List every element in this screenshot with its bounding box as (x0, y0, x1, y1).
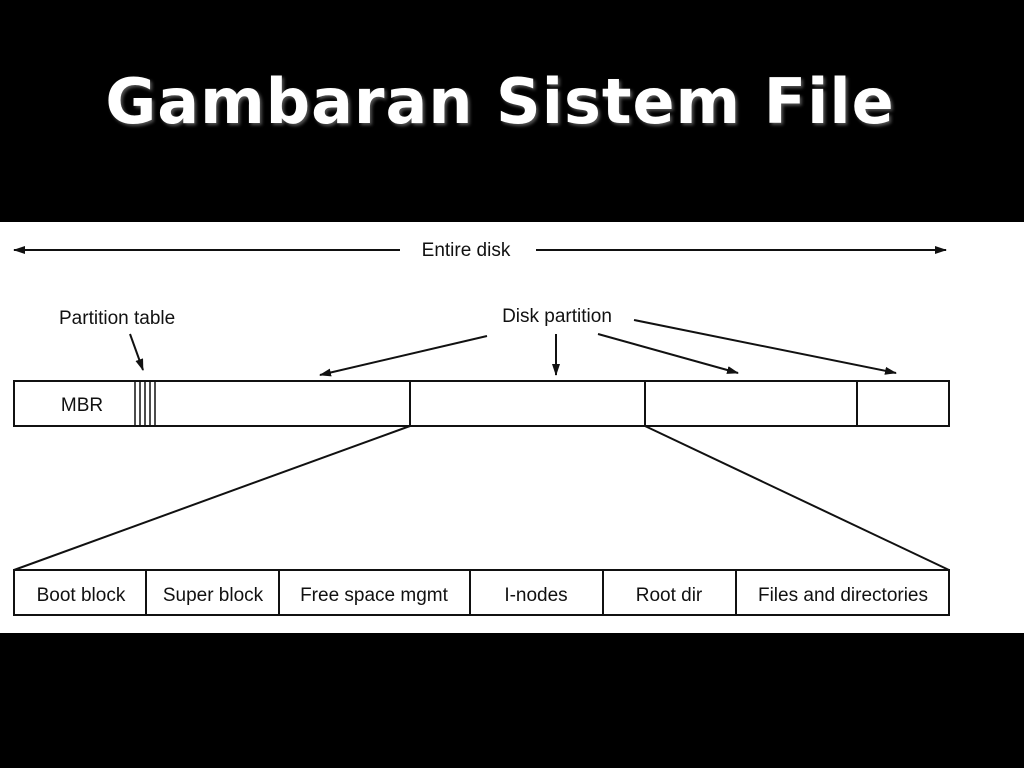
fs-block-inodes: I-nodes (504, 585, 567, 606)
slide-title: Gambaran Sistem File (105, 65, 895, 138)
fs-block-boot: Boot block (37, 585, 126, 606)
fs-block-root-dir: Root dir (636, 585, 703, 606)
mbr-label: MBR (61, 395, 103, 416)
partition-table-label: Partition table (59, 308, 175, 329)
disk-bar (13, 380, 950, 427)
disk-layout-diagram: Entire disk Partition table Disk partiti… (13, 240, 950, 616)
fs-block-free-space: Free space mgmt (300, 585, 449, 606)
disk-partition-arrow-1 (319, 335, 488, 377)
partition-table-arrow (129, 333, 144, 371)
disk-partition-label: Disk partition (502, 306, 612, 327)
fs-block-files-dirs: Files and directories (758, 585, 928, 606)
entire-disk-label: Entire disk (422, 240, 511, 261)
filesystem-bar (13, 569, 950, 616)
expansion-line-left (13, 425, 411, 571)
fs-block-super: Super block (163, 585, 264, 606)
disk-partition-arrow-4 (633, 319, 897, 375)
expansion-line-right (644, 425, 950, 571)
disk-layout-figure: Entire disk Partition table Disk partiti… (0, 222, 1024, 633)
disk-partition-arrow-3 (597, 333, 739, 374)
